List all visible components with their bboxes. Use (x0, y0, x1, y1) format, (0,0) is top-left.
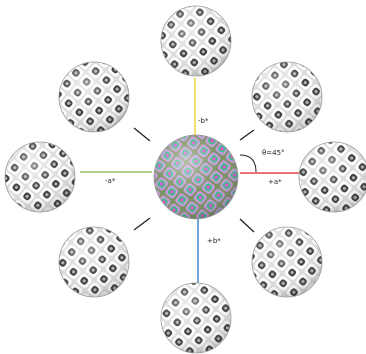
sphere-pos-b (161, 283, 231, 353)
angle-arc (240, 155, 256, 172)
diagonal-tick-upper-right (240, 130, 254, 140)
sphere-pos-a-neg-b (252, 62, 322, 132)
sphere-neg-a (5, 142, 75, 212)
diagonal-tick-lower-right (240, 219, 254, 232)
sphere-center (154, 135, 238, 219)
sphere-neg-a-pos-b (59, 227, 129, 297)
label-angle: θ=45° (262, 149, 285, 157)
sphere-neg-a-neg-b (59, 62, 129, 132)
sphere-neg-b (161, 6, 231, 76)
label-pos-a: +a* (268, 178, 282, 186)
label-neg-a: -a* (105, 177, 116, 185)
sphere-pos-a (299, 142, 366, 212)
diagonal-tick-lower-left (134, 218, 150, 230)
diagonal-tick-upper-left (134, 128, 150, 141)
spheres-group (5, 6, 366, 353)
label-pos-b: +b* (207, 237, 221, 245)
label-neg-b: -b* (198, 117, 209, 125)
sphere-pos-a-pos-b (252, 227, 322, 297)
